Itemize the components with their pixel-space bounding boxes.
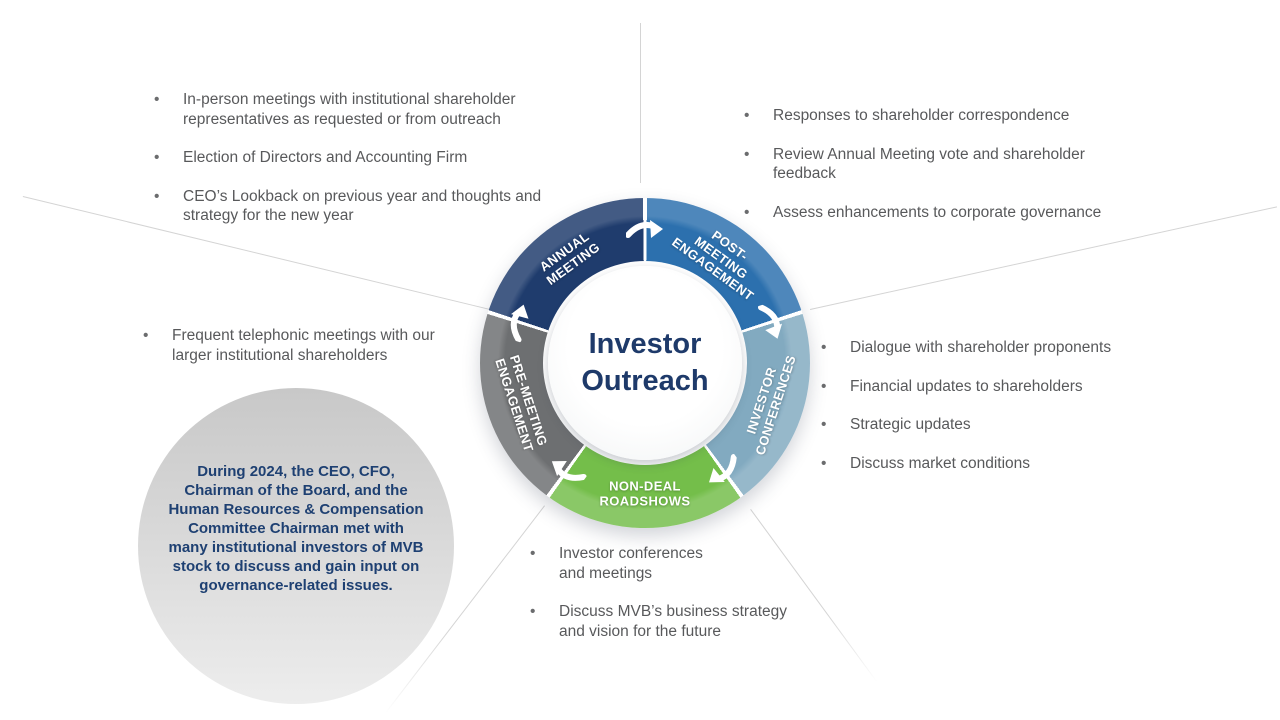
callout-item: Financial updates to shareholders — [819, 377, 1111, 397]
callout-item: Discuss market conditions — [819, 454, 1111, 474]
callout-non-deal-roadshows: Investor conferences and meetings Discus… — [528, 544, 787, 660]
flow-arrow-icon — [626, 220, 663, 238]
callout-item: In-person meetings with institutional sh… — [152, 90, 541, 129]
callout-investor-conferences: Dialogue with shareholder proponents Fin… — [819, 338, 1111, 492]
callout-item: Strategic updates — [819, 415, 1111, 435]
callout-item: CEO’s Lookback on previous year and thou… — [152, 187, 541, 226]
wheel-center-title: Investor Outreach — [581, 327, 709, 397]
callout-item: Review Annual Meeting vote and sharehold… — [742, 145, 1101, 184]
callout-item: Frequent telephonic meetings with our la… — [141, 326, 435, 365]
callout-post-meeting-engagement: Responses to shareholder correspondence … — [742, 106, 1101, 241]
callout-item: Assess enhancements to corporate governa… — [742, 203, 1101, 223]
flow-arrow-icon — [551, 461, 587, 481]
callout-item: Discuss MVB’s business strategy and visi… — [528, 602, 787, 641]
summary-note: During 2024, the CEO, CFO, Chairman of t… — [168, 463, 424, 594]
flow-arrow-icon — [709, 453, 737, 483]
callout-annual-meeting: In-person meetings with institutional sh… — [152, 90, 541, 245]
callout-item: Dialogue with shareholder proponents — [819, 338, 1111, 358]
flow-arrow-icon — [757, 304, 783, 339]
wheel-center: Investor Outreach — [548, 266, 742, 460]
connector-line-top — [640, 23, 641, 183]
flow-arrow-icon — [510, 304, 529, 343]
callout-item: Investor conferences and meetings — [528, 544, 787, 583]
callout-item: Responses to shareholder correspondence — [742, 106, 1101, 126]
summary-circle: During 2024, the CEO, CFO, Chairman of t… — [138, 388, 454, 704]
segment-label-non-deal-roadshows: NON-DEAL ROADSHOWS — [599, 478, 691, 508]
investor-outreach-wheel: ANNUAL MEETING POST-MEETING ENGAGEMENT I… — [480, 198, 810, 528]
callout-pre-meeting-engagement: Frequent telephonic meetings with our la… — [141, 326, 435, 384]
callout-item: Election of Directors and Accounting Fir… — [152, 148, 541, 168]
